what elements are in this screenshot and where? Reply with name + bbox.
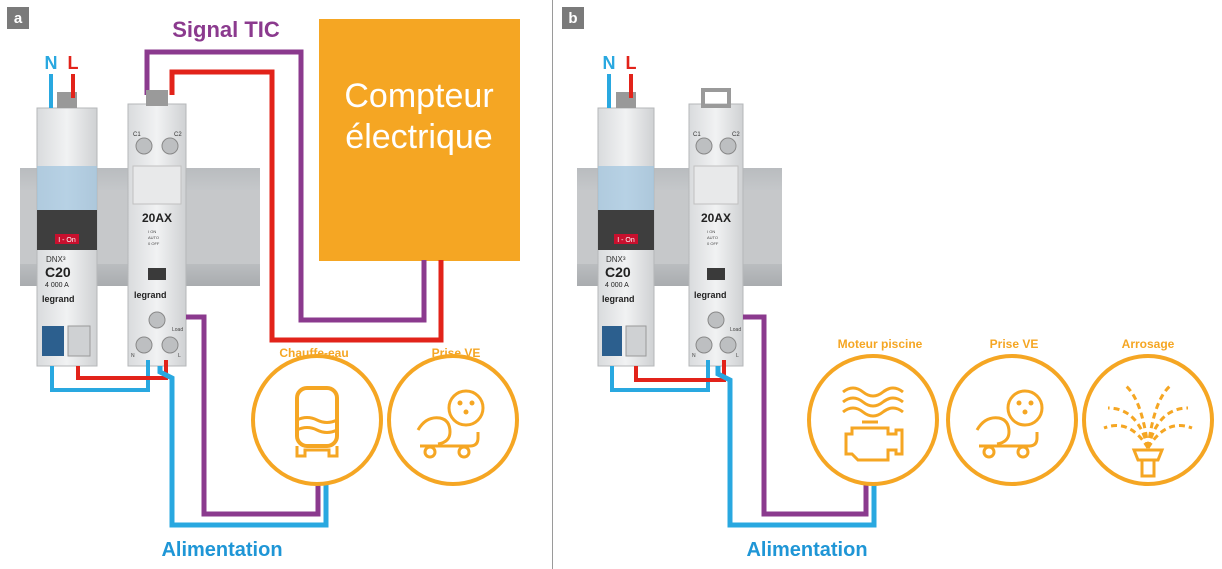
water-heater-icon (251, 354, 383, 486)
load-label-ev-socket: Prise VE (990, 337, 1039, 351)
contactor-mode-auto: AUTO (148, 235, 159, 240)
contactor-term-c1: C1 (133, 132, 141, 138)
link-neutral-wire (610, 360, 710, 392)
contactor-clip (701, 88, 731, 108)
ev-charger-icon (946, 354, 1078, 486)
contactor-module: C1 C2 20AX I ON AUTO 0 OFF legrand Load … (688, 88, 744, 367)
breaker-logo: legrand (602, 294, 635, 304)
link-neutral-wire (50, 360, 150, 392)
meter-label-line2: électrique (345, 118, 492, 156)
panel-divider (552, 0, 553, 569)
load-wire-to-pool-motor (743, 314, 869, 517)
load-label-water-heater: Chauffe-eau (279, 346, 348, 360)
panel-badge-a: a (7, 7, 29, 29)
contactor-term-c2: C2 (174, 132, 182, 138)
breaker-code: 4 000 A (45, 282, 69, 289)
contactor-clip (146, 90, 168, 106)
pool-motor-icon (807, 354, 939, 486)
contactor-n-label: N (131, 353, 135, 359)
contactor-l-label: L (736, 353, 739, 359)
supply-label: Alimentation (746, 539, 867, 561)
panel-b: I - On DNX³ C20 4 000 A legrand N L C1 C… (577, 53, 1214, 561)
breaker-switch-label: I - On (617, 237, 635, 244)
link-live-wire (634, 360, 726, 382)
contactor-mode-off: 0 OFF (707, 241, 719, 246)
circuit-breaker: I - On DNX³ C20 4 000 A legrand (597, 92, 655, 367)
contactor-logo: legrand (694, 290, 727, 300)
contactor-mode-on: I ON (148, 229, 156, 234)
load-label-ev-socket: Prise VE (432, 346, 481, 360)
breaker-rating: C20 (605, 264, 631, 280)
meter-label-line1: Compteur (344, 77, 493, 115)
breaker-brand: DNX³ (606, 255, 626, 264)
electric-meter-box (319, 19, 520, 261)
contactor-rating: 20AX (142, 211, 172, 225)
meter-live-wire (169, 69, 444, 343)
contactor-module: C1 C2 20AX I ON AUTO 0 OFF legrand Load … (127, 90, 187, 367)
supply-label: Alimentation (161, 539, 282, 561)
signal-tic-label: Signal TIC (172, 17, 280, 42)
neutral-label: N (45, 53, 58, 73)
contactor-load-label: Load (172, 327, 183, 333)
panel-a: Compteur électrique Signal TIC I - On DN… (20, 17, 520, 561)
breaker-rating: C20 (45, 264, 71, 280)
contactor-term-c1: C1 (693, 132, 701, 138)
load-label-pool-motor: Moteur piscine (838, 337, 923, 351)
contactor-mode-off: 0 OFF (148, 241, 160, 246)
breaker-switch-label: I - On (58, 237, 76, 244)
tic-signal-wire (144, 49, 427, 323)
supply-wire (715, 366, 877, 528)
live-label: L (68, 53, 79, 73)
contactor-logo: legrand (134, 290, 167, 300)
contactor-l-label: L (178, 353, 181, 359)
panel-badge-b: b (562, 7, 584, 29)
sprinkler-icon (1082, 354, 1214, 486)
breaker-brand: DNX³ (46, 255, 66, 264)
breaker-code: 4 000 A (605, 282, 629, 289)
live-label: L (626, 53, 637, 73)
contactor-n-label: N (692, 353, 696, 359)
link-live-wire (76, 360, 168, 380)
contactor-load-label: Load (730, 327, 741, 333)
supply-wire (157, 366, 329, 528)
neutral-label: N (603, 53, 616, 73)
breaker-logo: legrand (42, 294, 75, 304)
contactor-mode-auto: AUTO (707, 235, 718, 240)
contactor-mode-on: I ON (707, 229, 715, 234)
ev-charger-icon (387, 354, 519, 486)
load-wire-to-heater (186, 314, 321, 517)
circuit-breaker: I - On DNX³ C20 4 000 A legrand (36, 92, 98, 367)
contactor-term-c2: C2 (732, 132, 740, 138)
load-label-sprinkler: Arrosage (1122, 337, 1175, 351)
contactor-rating: 20AX (701, 211, 731, 225)
